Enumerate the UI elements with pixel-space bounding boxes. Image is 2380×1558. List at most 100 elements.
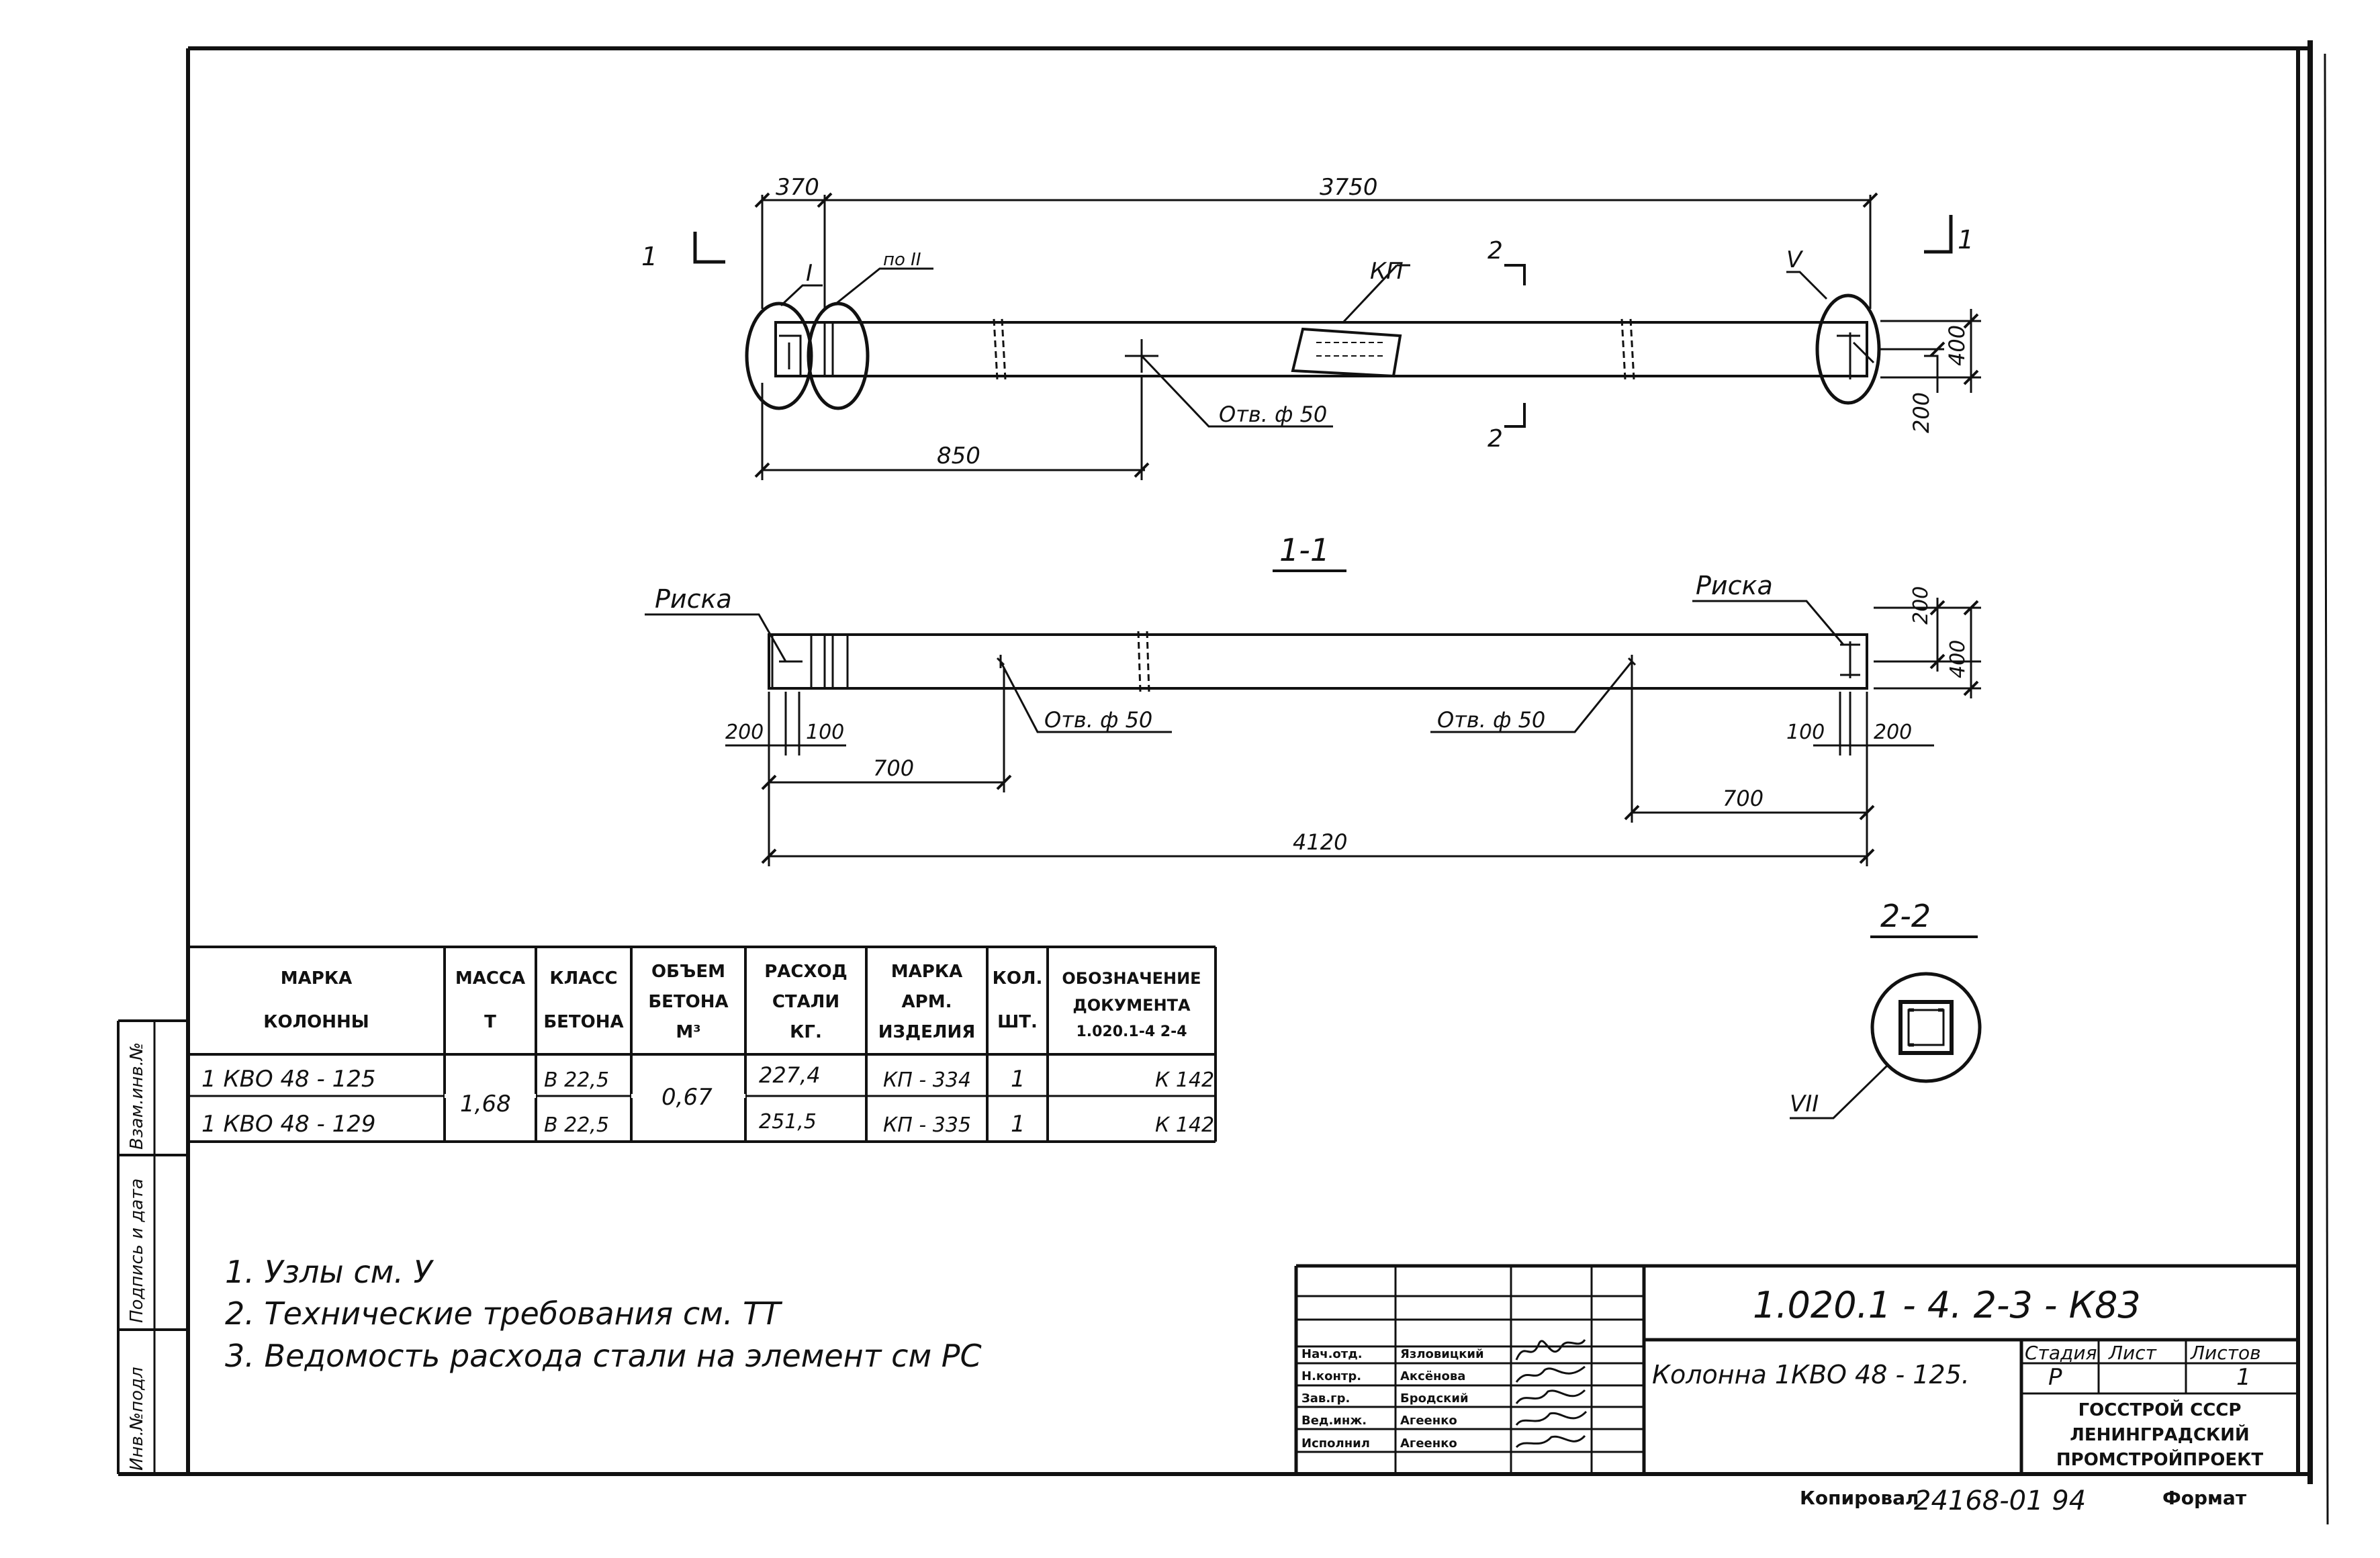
row1-mark: 1 КВО 48 - 125 [201,1066,376,1093]
side-stamp-podpis: Подпись и дата [127,1179,147,1323]
org-line-2: ЛЕНИНГРАДСКИЙ [2070,1424,2249,1445]
header-class-2: БЕТОНА [543,1012,623,1032]
dim-850: 850 [937,443,980,469]
dim-700-mid-right: 700 [1723,786,1764,811]
footer-format-label: Формат [2162,1487,2247,1509]
dim-700-mid-left: 700 [873,755,914,781]
header-qty-1: КОЛ. [993,968,1043,989]
staff-name-5: Агеенко [1400,1436,1457,1451]
hole-label-mid-left: Отв. ф 50 [1044,707,1152,733]
stage-value: Р [2048,1364,2062,1391]
hole-label-mid-right: Отв. ф 50 [1437,707,1545,733]
dim-3750: 3750 [1320,174,1378,201]
row2-steel: 251,5 [759,1110,817,1134]
dim-200-top: 200 [1909,392,1934,433]
staff-role-2: Н.контр. [1301,1369,1361,1383]
organization-name: ГОССТРОЙ СССР ЛЕНИНГРАДСКИЙ ПРОМСТРОЙПРО… [2056,1399,2263,1470]
staff-role-5: Исполнил [1301,1436,1370,1451]
side-stamp-inv-podl: Инв.№подл [127,1367,147,1471]
hole-label-top: Отв. ф 50 [1219,402,1327,427]
staff-name-4: Агеенко [1400,1414,1457,1428]
row1-steel: 227,4 [759,1062,821,1088]
column-section-1-1 [645,598,1981,866]
sheets-value: 1 [2236,1364,2251,1391]
staff-role-3: Зав.гр. [1301,1391,1350,1406]
header-mark-1: МАРКА [281,968,352,989]
riska-label-right: Риска [1696,571,1773,600]
header-doc-1: ОБОЗНАЧЕНИЕ [1062,969,1201,988]
header-arm-2: АРМ. [902,992,952,1012]
header-mass-1: МАССА [455,968,525,989]
row2-mark: 1 КВО 48 - 129 [201,1111,376,1138]
header-qty-2: ШТ. [997,1012,1038,1032]
row2-qty: 1 [1011,1111,1025,1138]
section-mark-1-right: 1 [1958,225,1974,255]
header-mark-2: КОЛОННЫ [263,1012,369,1032]
title-block [1294,1264,2298,1474]
dim-100-mid-right: 100 [1786,721,1825,744]
general-notes: 1. Узлы см. У 2. Технические требования … [225,1254,982,1374]
staff-name-3: Бродский [1400,1391,1469,1406]
callout-node-V: V [1786,246,1804,273]
row1-doc: К 142 [1155,1068,1214,1092]
staff-name-1: Язловицкий [1400,1347,1484,1361]
dim-200-mid-vertical: 200 [1909,586,1933,625]
row2-class: В 22,5 [544,1113,609,1137]
stage-label: Стадия [2025,1342,2097,1364]
row2-arm: КП - 335 [883,1113,971,1137]
row1-qty: 1 [1011,1066,1025,1093]
dim-200-mid-left: 200 [725,721,764,744]
note-1: 1. Узлы см. У [225,1254,434,1290]
row2-doc: К 142 [1155,1113,1214,1137]
callout-node-VII: VII [1790,1091,1819,1117]
dim-4120: 4120 [1293,829,1347,855]
sheets-label: Листов [2190,1342,2261,1364]
callout-kp: КП [1370,258,1404,285]
header-class-1: КЛАСС [549,968,617,989]
dim-100-mid-left: 100 [806,721,844,744]
header-volume-3: М³ [676,1022,700,1042]
row1-arm: КП - 334 [883,1068,971,1092]
header-arm-1: МАРКА [891,962,962,982]
header-steel-2: СТАЛИ [772,992,839,1012]
section-1-1-title: 1-1 [1279,532,1330,568]
sheet-label: Лист [2108,1342,2157,1364]
header-steel-1: РАСХОД [764,962,848,982]
header-volume-1: ОБЪЕМ [651,962,725,982]
side-stamp-vzam: Взам.инв.№ [127,1042,147,1150]
dim-400-top: 400 [1944,325,1970,366]
specification-table [188,946,1217,1143]
table-body: 1 КВО 48 - 125 1 КВО 48 - 129 1,68 В 22,… [201,1062,1214,1138]
note-2: 2. Технические требования см. ТТ [225,1295,783,1332]
riska-label-left: Риска [655,584,732,614]
staff-list: Нач.отд. Язловицкий Н.контр. Аксёнова За… [1301,1347,1484,1451]
document-code: 1.020.1 - 4. 2-3 - К83 [1753,1284,2141,1326]
dim-400-mid-vertical: 400 [1946,640,1970,678]
note-3: 3. Ведомость расхода стали на элемент см… [225,1338,982,1374]
staff-role-4: Вед.инж. [1301,1414,1367,1428]
section-mark-1-left: 1 [641,242,657,271]
column-plan-view [693,192,1981,480]
sheet-frame [117,40,2329,1525]
footer-copied-label: Копировал [1800,1487,1919,1509]
staff-role-1: Нач.отд. [1301,1347,1363,1361]
section-mark-2-bottom: 2 [1488,425,1503,453]
drawing-name: Колонна 1КВО 48 - 125. [1652,1360,1970,1389]
section-2-2-title: 2-2 [1880,898,1931,934]
staff-name-2: Аксёнова [1400,1369,1465,1383]
dim-200-mid-right: 200 [1874,721,1912,744]
cell-volume: 0,67 [661,1084,713,1111]
cell-mass: 1,68 [460,1091,511,1117]
header-steel-3: КГ. [790,1022,822,1042]
row1-class: В 22,5 [544,1068,609,1092]
signatures [1515,1339,1588,1449]
dim-370: 370 [776,174,819,201]
footer-number: 24168-01 94 [1914,1485,2086,1516]
header-doc-2: ДОКУМЕНТА [1072,996,1191,1015]
org-line-1: ГОССТРОЙ СССР [2078,1399,2242,1420]
header-volume-2: БЕТОНА [648,992,728,1012]
table-header: МАРКА КОЛОННЫ МАССА Т КЛАСС БЕТОНА ОБЪЕМ… [263,962,1201,1042]
callout-node-I: I [806,260,813,287]
callout-po-II: по II [883,250,921,270]
